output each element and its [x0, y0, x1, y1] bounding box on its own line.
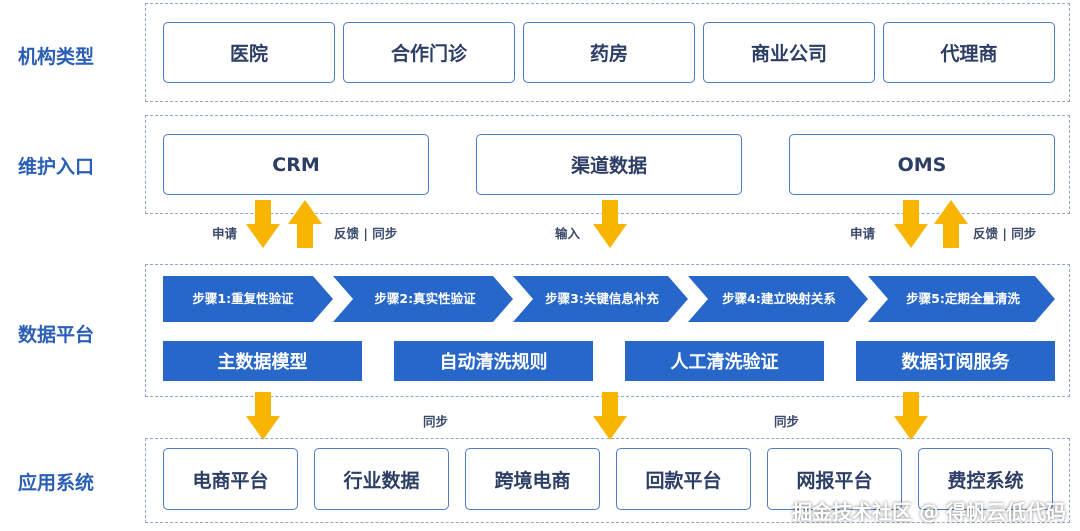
- down-arrow-icon: [593, 392, 627, 440]
- app-cross-border[interactable]: 跨境电商: [465, 448, 600, 510]
- up-arrow-icon: [934, 200, 968, 248]
- app-online-report[interactable]: 网报平台: [767, 448, 902, 510]
- feature-master-data-model[interactable]: 主数据模型: [163, 341, 362, 381]
- up-arrow-icon: [288, 200, 322, 248]
- step-2[interactable]: 步骤2:真实性验证: [333, 276, 513, 322]
- step-2-label: 步骤2:真实性验证: [374, 291, 476, 306]
- step-5[interactable]: 步骤5:定期全量清洗: [868, 276, 1055, 322]
- step-3[interactable]: 步骤3:关键信息补充: [513, 276, 688, 322]
- feedback-label-right: 反馈 | 同步: [973, 226, 1037, 241]
- sync-label-left: 同步: [423, 414, 449, 429]
- feature-auto-clean-rules[interactable]: 自动清洗规则: [394, 341, 593, 381]
- institution-clinic[interactable]: 合作门诊: [343, 22, 515, 83]
- app-industry-data[interactable]: 行业数据: [314, 448, 449, 510]
- row-label-platform: 数据平台: [18, 324, 95, 346]
- entry-crm[interactable]: CRM: [163, 134, 429, 195]
- step-1[interactable]: 步骤1:重复性验证: [163, 276, 333, 322]
- institution-pharmacy[interactable]: 药房: [523, 22, 695, 83]
- institution-commercial[interactable]: 商业公司: [703, 22, 875, 83]
- row-label-apps: 应用系统: [18, 472, 95, 494]
- apply-label-right: 申请: [850, 226, 876, 241]
- step-3-label: 步骤3:关键信息补充: [545, 291, 659, 306]
- sync-label-right: 同步: [774, 414, 800, 429]
- row-label-institution: 机构类型: [18, 46, 95, 68]
- down-arrow-icon: [894, 200, 928, 248]
- down-arrow-icon: [246, 200, 280, 248]
- down-arrow-icon: [593, 200, 627, 248]
- row-label-entry: 维护入口: [18, 156, 95, 178]
- step-4[interactable]: 步骤4:建立映射关系: [688, 276, 868, 322]
- feature-manual-clean-verify[interactable]: 人工清洗验证: [625, 341, 824, 381]
- institution-hospital[interactable]: 医院: [163, 22, 335, 83]
- down-arrow-icon: [894, 392, 928, 440]
- apply-label-left: 申请: [212, 226, 238, 241]
- entry-oms[interactable]: OMS: [789, 134, 1055, 195]
- watermark: 掘金技术社区 @ 得帆云低代码: [792, 500, 1066, 524]
- apps-band: [145, 438, 1070, 523]
- app-payment-collection[interactable]: 回款平台: [616, 448, 751, 510]
- step-4-label: 步骤4:建立映射关系: [722, 291, 836, 306]
- entry-channel-data[interactable]: 渠道数据: [476, 134, 742, 195]
- step-1-label: 步骤1:重复性验证: [192, 291, 294, 306]
- down-arrow-icon: [246, 392, 280, 440]
- institution-agent[interactable]: 代理商: [883, 22, 1055, 83]
- feedback-label-left: 反馈 | 同步: [334, 226, 398, 241]
- step-chevrons: 步骤1:重复性验证 步骤2:真实性验证 步骤3:关键信息补充 步骤4:建立映射关…: [163, 276, 1055, 322]
- app-ecommerce[interactable]: 电商平台: [163, 448, 298, 510]
- feature-data-subscription[interactable]: 数据订阅服务: [856, 341, 1055, 381]
- institution-band: [145, 3, 1070, 102]
- input-label: 输入: [555, 226, 581, 241]
- app-expense-control[interactable]: 费控系统: [918, 448, 1053, 510]
- step-5-label: 步骤5:定期全量清洗: [906, 291, 1020, 306]
